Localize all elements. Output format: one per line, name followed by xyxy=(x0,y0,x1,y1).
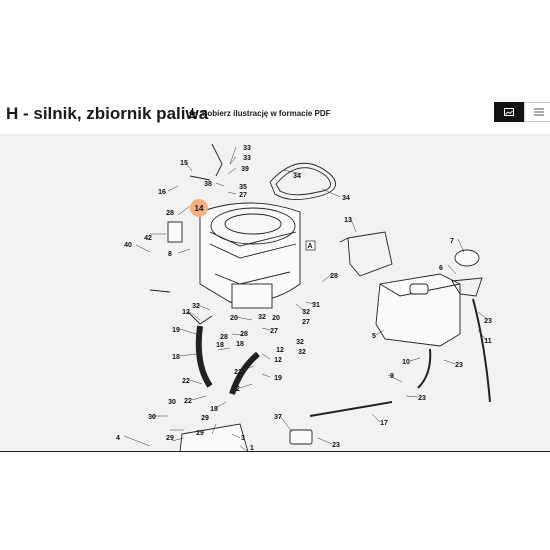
list-view-button[interactable] xyxy=(524,102,550,122)
callout-5[interactable]: 5 xyxy=(372,333,376,340)
parts-diagram: 14 15 16 28 42 40 8 33 33 39 38 35 27 34… xyxy=(0,134,550,452)
callout-12c[interactable]: 12 xyxy=(276,347,284,354)
callout-29b[interactable]: 29 xyxy=(166,435,174,442)
callout-18c[interactable]: 18 xyxy=(210,406,218,413)
callout-19b[interactable]: 19 xyxy=(274,375,282,382)
image-view-button[interactable] xyxy=(494,102,524,122)
callout-23d[interactable]: 23 xyxy=(332,442,340,449)
callout-4[interactable]: 4 xyxy=(116,435,120,442)
callout-14[interactable]: 14 xyxy=(195,204,204,213)
callout-23c[interactable]: 23 xyxy=(418,395,426,402)
callout-18b[interactable]: 18 xyxy=(236,341,244,348)
callout-20b[interactable]: 20 xyxy=(272,315,280,322)
callout-21[interactable]: 21 xyxy=(234,369,242,376)
callout-23a[interactable]: 23 xyxy=(484,318,492,325)
callout-10[interactable]: 10 xyxy=(402,359,410,366)
download-pdf-label: Pobierz ilustrację w formacie PDF xyxy=(202,108,331,118)
callout-30b[interactable]: 30 xyxy=(148,414,156,421)
callout-18d[interactable]: 18 xyxy=(216,342,224,349)
download-icon xyxy=(188,108,197,118)
callout-33b[interactable]: 33 xyxy=(243,155,251,162)
callout-22a[interactable]: 22 xyxy=(182,378,190,385)
callout-31[interactable]: 31 xyxy=(312,302,320,309)
callout-34a[interactable]: 34 xyxy=(293,173,301,180)
callout-30a[interactable]: 30 xyxy=(168,399,176,406)
callout-17[interactable]: 17 xyxy=(380,420,388,427)
callout-19a[interactable]: 19 xyxy=(172,327,180,334)
fuel-tank xyxy=(375,273,461,347)
callout-12b[interactable]: 12 xyxy=(274,357,282,364)
callout-12a[interactable]: 12 xyxy=(182,309,190,316)
callout-34b[interactable]: 34 xyxy=(342,195,350,202)
callout-35[interactable]: 35 xyxy=(239,184,247,191)
download-pdf-link[interactable]: Pobierz ilustrację w formacie PDF xyxy=(188,108,330,118)
callout-32e[interactable]: 32 xyxy=(296,339,304,346)
bottom-rule xyxy=(0,451,550,452)
callout-28[interactable]: 28 xyxy=(166,210,174,217)
callout-18a[interactable]: 18 xyxy=(172,354,180,361)
engine-fuel-tank-illustration: 14 15 16 28 42 40 8 33 33 39 38 35 27 34… xyxy=(116,143,492,452)
list-icon xyxy=(534,108,544,116)
callout-28b[interactable]: 28 xyxy=(330,273,338,280)
page-header: H - silnik, zbiornik paliwa Pobierz ilus… xyxy=(6,100,550,130)
callout-A[interactable]: A xyxy=(307,243,312,250)
callout-32a[interactable]: 32 xyxy=(192,303,200,310)
callout-7[interactable]: 7 xyxy=(450,238,454,245)
callout-13[interactable]: 13 xyxy=(344,217,352,224)
callout-2[interactable]: 2 xyxy=(236,386,240,393)
callout-9[interactable]: 9 xyxy=(390,373,394,380)
callout-42[interactable]: 42 xyxy=(144,235,152,242)
callout-32d[interactable]: 32 xyxy=(298,349,306,356)
callout-29c[interactable]: 29 xyxy=(196,430,204,437)
callout-40[interactable]: 40 xyxy=(124,242,132,249)
callout-29a[interactable]: 29 xyxy=(201,415,209,422)
callout-39[interactable]: 39 xyxy=(241,166,249,173)
callout-1[interactable]: 1 xyxy=(250,445,254,452)
callout-11[interactable]: 11 xyxy=(484,338,492,345)
page-title: H - silnik, zbiornik paliwa xyxy=(6,104,209,123)
callout-16[interactable]: 16 xyxy=(158,189,166,196)
callout-28c[interactable]: 28 xyxy=(240,331,248,338)
highlighted-part-marker xyxy=(190,199,208,217)
view-toggle xyxy=(494,102,550,122)
callout-37[interactable]: 37 xyxy=(274,414,282,421)
callout-28d[interactable]: 28 xyxy=(220,334,228,341)
callout-27[interactable]: 27 xyxy=(239,192,247,199)
callout-27c[interactable]: 27 xyxy=(302,319,310,326)
callout-6[interactable]: 6 xyxy=(439,265,443,272)
callout-20[interactable]: 20 xyxy=(230,315,238,322)
callout-22b[interactable]: 22 xyxy=(184,398,192,405)
callout-38[interactable]: 38 xyxy=(204,181,212,188)
callout-32c[interactable]: 32 xyxy=(258,314,266,321)
callout-3[interactable]: 3 xyxy=(241,435,245,442)
callout-8[interactable]: 8 xyxy=(168,251,172,258)
air-gasket-ring xyxy=(269,162,337,200)
image-icon xyxy=(504,108,514,116)
callout-33a[interactable]: 33 xyxy=(243,145,251,152)
callout-15[interactable]: 15 xyxy=(180,160,188,167)
callout-23b[interactable]: 23 xyxy=(455,362,463,369)
callout-27b[interactable]: 27 xyxy=(270,328,278,335)
callout-32b[interactable]: 32 xyxy=(302,309,310,316)
